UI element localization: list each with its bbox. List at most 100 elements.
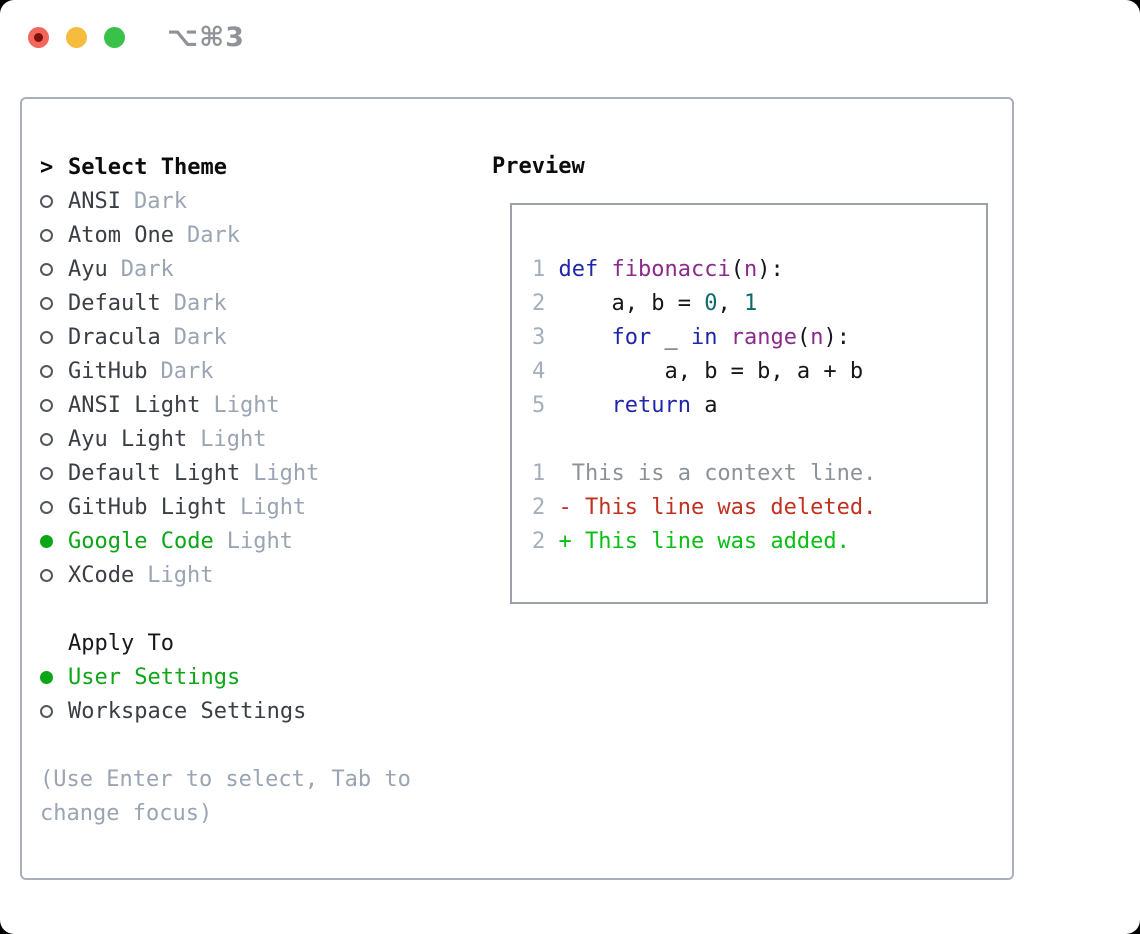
apply-option-workspace-settings[interactable]: Workspace Settings — [40, 694, 411, 728]
code-token-kw: def — [558, 256, 599, 282]
zoom-button[interactable] — [104, 27, 125, 48]
line-number: 5 — [532, 392, 546, 418]
theme-name: GitHub Light — [68, 494, 227, 520]
code-token-pl: ): — [757, 256, 784, 282]
code-token-add: + This line was added. — [545, 528, 850, 554]
radio-unselected-icon — [40, 704, 53, 718]
code-token-kw: return — [611, 392, 691, 418]
window-title-shortcut: ⌥⌘3 — [167, 22, 245, 53]
code-token-kw: in — [690, 324, 718, 350]
prompt-caret-icon: > — [40, 154, 54, 180]
code-line: 5 return a — [532, 388, 876, 422]
line-number: 2 — [532, 494, 546, 520]
theme-name: GitHub — [68, 358, 148, 384]
minimize-button[interactable] — [66, 27, 87, 48]
code-token-lit: 0 — [704, 290, 718, 316]
theme-option-ayu[interactable]: Ayu Dark — [40, 252, 411, 286]
apply-option-user-settings[interactable]: User Settings — [40, 660, 411, 694]
theme-name: Default — [68, 290, 161, 316]
radio-unselected-icon — [40, 432, 53, 446]
apply-to-title: Apply To — [68, 630, 174, 656]
code-token-pl — [545, 393, 611, 418]
code-token-fn: n — [743, 256, 758, 282]
radio-unselected-icon — [40, 568, 53, 582]
code-token-pl: _ — [651, 324, 691, 350]
theme-variant-tag: Light — [147, 562, 214, 588]
select-theme-header: > Select Theme — [40, 150, 411, 184]
theme-variant-tag: Dark — [160, 358, 214, 384]
theme-variant-tag: Light — [213, 392, 280, 418]
theme-option-google-code[interactable]: Google Code Light — [40, 524, 411, 558]
code-token-pl: a — [690, 392, 718, 418]
theme-option-github-light[interactable]: GitHub Light Light — [40, 490, 411, 524]
radio-unselected-icon — [40, 330, 53, 344]
radio-unselected-icon — [40, 364, 53, 378]
code-token-kw: for — [611, 324, 652, 350]
line-number: 3 — [532, 324, 546, 350]
theme-variant-tag: Light — [226, 528, 293, 554]
theme-name: Default Light — [68, 460, 241, 486]
code-token-pl: ( — [796, 324, 811, 350]
hint-line: change focus) — [40, 796, 411, 830]
code-token-pl — [545, 257, 558, 282]
theme-option-default-light[interactable]: Default Light Light — [40, 456, 411, 490]
code-token-fn: fibonacci — [611, 256, 731, 282]
code-token-fn: range — [730, 324, 797, 350]
code-line: 2 + This line was added. — [532, 524, 876, 558]
theme-variant-tag: Dark — [133, 188, 187, 214]
theme-variant-tag: Light — [200, 426, 267, 452]
code-token-lit: 1 — [743, 290, 758, 316]
apply-option-label: User Settings — [68, 664, 241, 690]
theme-option-dracula[interactable]: Dracula Dark — [40, 320, 411, 354]
apply-option-label: Workspace Settings — [68, 698, 307, 724]
select-theme-title: Select Theme — [68, 154, 227, 180]
theme-name: Atom One — [68, 222, 174, 248]
radio-unselected-icon — [40, 262, 53, 276]
code-line: 4 a, b = b, a + b — [532, 354, 876, 388]
line-number: 2 — [532, 528, 546, 554]
theme-name: Ayu — [68, 256, 108, 282]
theme-option-github[interactable]: GitHub Dark — [40, 354, 411, 388]
code-token-pl: a, b = b, a + b — [545, 358, 864, 384]
theme-option-ansi[interactable]: ANSI Dark — [40, 184, 411, 218]
theme-variant-tag: Dark — [186, 222, 240, 248]
theme-variant-tag: Light — [253, 460, 320, 486]
radio-unselected-icon — [40, 228, 53, 242]
code-token-fn: n — [810, 324, 824, 350]
theme-variant-tag: Light — [239, 494, 307, 520]
theme-name: Ayu Light — [68, 426, 188, 452]
code-token-pl: , — [717, 290, 744, 316]
radio-unselected-icon — [40, 296, 53, 310]
radio-unselected-icon — [40, 398, 53, 412]
theme-name: Google Code — [68, 528, 214, 554]
line-number: 1 — [532, 460, 546, 486]
radio-selected-icon — [40, 670, 53, 684]
line-number: 1 — [532, 256, 546, 282]
theme-name: Dracula — [68, 324, 161, 350]
theme-variant-tag: Dark — [173, 324, 227, 350]
code-line — [532, 422, 876, 456]
code-token-del: - This line was deleted. — [545, 494, 877, 520]
close-button[interactable] — [28, 27, 49, 48]
radio-unselected-icon — [40, 466, 53, 480]
spacer — [40, 728, 411, 762]
code-token-pl — [598, 257, 611, 282]
code-token-pl: a, b = — [545, 290, 705, 316]
theme-option-atom-one[interactable]: Atom One Dark — [40, 218, 411, 252]
theme-option-ayu-light[interactable]: Ayu Light Light — [40, 422, 411, 456]
theme-name: ANSI — [68, 188, 121, 214]
code-line: 1 def fibonacci(n): — [532, 252, 876, 286]
theme-name: ANSI Light — [68, 392, 201, 418]
theme-option-ansi-light[interactable]: ANSI Light Light — [40, 388, 411, 422]
apply-to-header: Apply To — [40, 626, 411, 660]
code-line: 2 a, b = 0, 1 — [532, 286, 876, 320]
theme-variant-tag: Dark — [120, 256, 174, 282]
code-line: 2 - This line was deleted. — [532, 490, 876, 524]
